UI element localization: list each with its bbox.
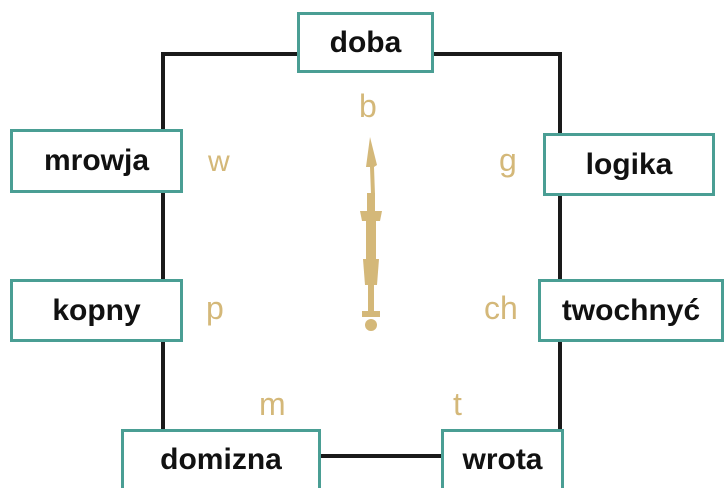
letter-top: b <box>359 88 377 124</box>
word-box-top[interactable]: doba <box>297 12 434 73</box>
letter-bottom-left: m <box>259 386 286 422</box>
word-box-right-lower[interactable]: twochnyć <box>538 279 724 342</box>
word-box-left-upper[interactable]: mrowja <box>10 129 183 193</box>
letter-right-lower: ch <box>484 290 518 326</box>
word-top-label: doba <box>329 25 402 59</box>
word-box-bottom-left[interactable]: domizna <box>121 429 321 488</box>
word-box-left-lower[interactable]: kopny <box>10 279 183 342</box>
word-box-right-upper[interactable]: logika <box>543 133 715 196</box>
letter-left-lower: p <box>206 290 224 326</box>
letter-right-upper: g <box>499 142 517 178</box>
word-left-upper-label: mrowja <box>43 144 150 177</box>
word-bottom-right-label: wrota <box>462 443 543 476</box>
word-right-upper-label: logika <box>585 147 673 181</box>
word-left-lower-label: kopny <box>52 293 141 327</box>
letter-bottom-right: t <box>453 386 462 422</box>
word-bottom-left-label: domizna <box>160 443 282 476</box>
word-box-bottom-right[interactable]: wrota <box>441 429 564 488</box>
sword-icon <box>360 137 382 331</box>
letter-left-upper: w <box>208 145 230 178</box>
word-right-lower-label: twochnyć <box>561 293 701 327</box>
